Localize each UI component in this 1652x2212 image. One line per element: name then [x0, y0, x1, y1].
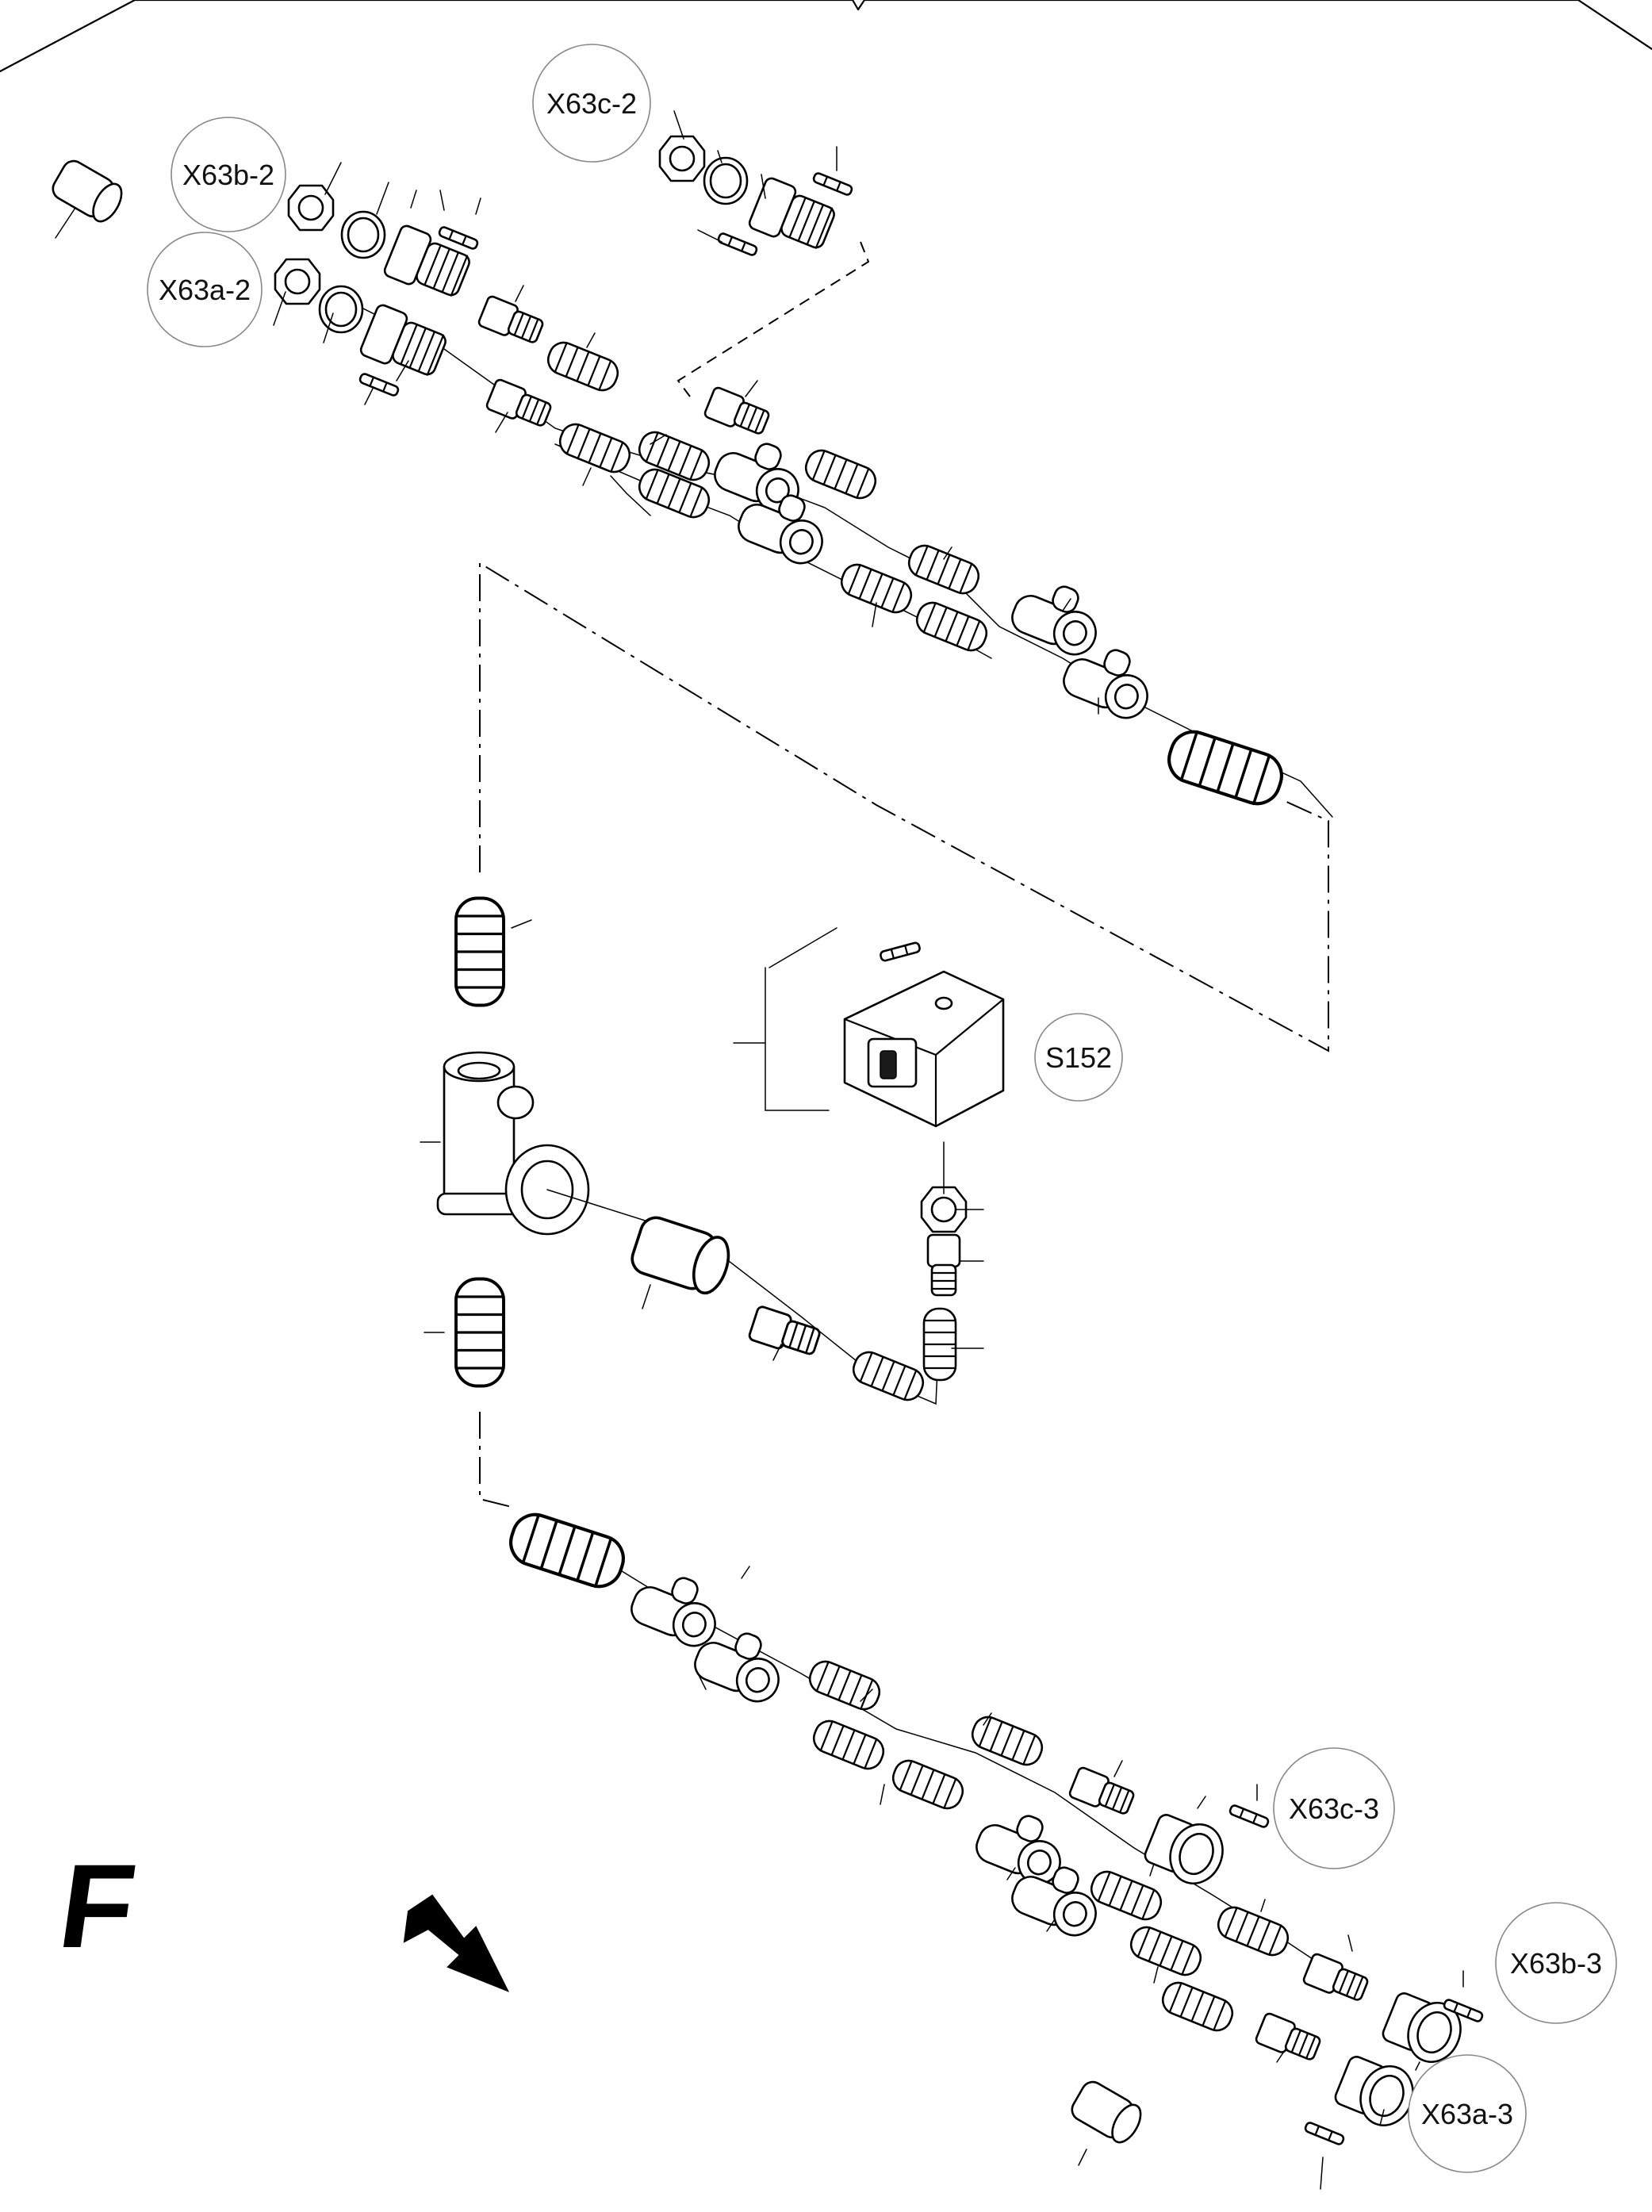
leader-lines	[55, 110, 1464, 2190]
svg-text:X63a-3: X63a-3	[1421, 2098, 1513, 2130]
callout-x63a-3: X63a-3	[1408, 2054, 1527, 2173]
direction-letter: F	[52, 1840, 143, 1972]
svg-text:X63a-2: X63a-2	[159, 274, 251, 306]
callout-x63a-2: X63a-2	[147, 232, 263, 347]
svg-text:X63b-2: X63b-2	[182, 159, 274, 191]
callout-x63c-2: X63c-2	[532, 44, 651, 163]
svg-text:X63c-2: X63c-2	[546, 87, 637, 120]
arrow-down-right-icon	[403, 1894, 510, 1992]
middle-assembly	[436, 562, 1329, 1405]
direction-marker: F	[52, 1840, 510, 1992]
upper-assembly	[48, 135, 1333, 818]
svg-text:X63b-3: X63b-3	[1510, 1947, 1602, 1980]
svg-text:X63c-3: X63c-3	[1289, 1792, 1379, 1825]
callout-x63b-2: X63b-2	[171, 117, 286, 232]
lower-assembly	[479, 1412, 1485, 2149]
callout-s152: S152	[1034, 1013, 1123, 1102]
callout-x63b-3: X63b-3	[1495, 1902, 1617, 2024]
svg-text:S152: S152	[1045, 1041, 1112, 1074]
callout-x63c-3: X63c-3	[1273, 1747, 1395, 1869]
frame-lines	[0, 0, 1652, 73]
